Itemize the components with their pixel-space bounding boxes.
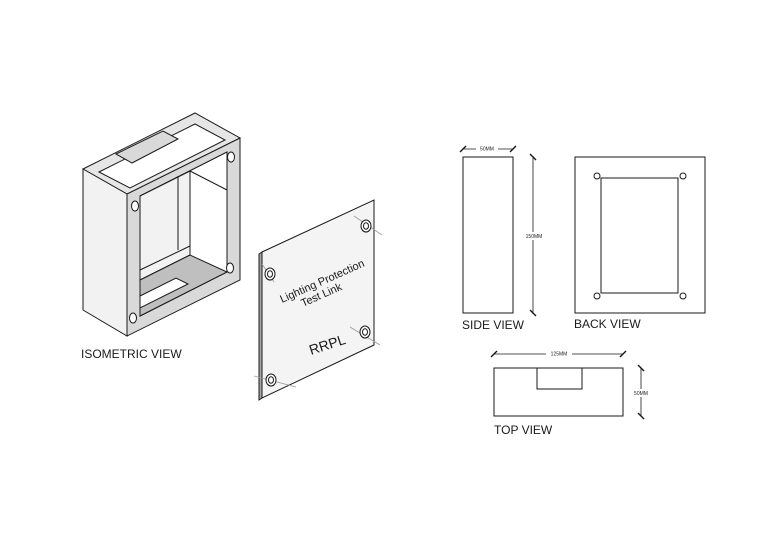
screw-bottom-left xyxy=(265,373,277,387)
side-view-outline xyxy=(462,156,514,314)
side-view-label: SIDE VIEW xyxy=(462,318,525,332)
side-width-dim: 50MM xyxy=(480,147,494,153)
back-hole-3 xyxy=(593,292,601,300)
box-hole-4 xyxy=(226,262,234,274)
top-view-slot xyxy=(536,368,583,390)
side-view: 50MM 150MM xyxy=(459,145,547,317)
side-height-dim: 150MM xyxy=(526,234,543,240)
screw-top-right xyxy=(360,219,372,233)
screw-bottom-right xyxy=(359,325,371,339)
back-view xyxy=(574,156,706,314)
box-left-face xyxy=(82,168,128,337)
back-view-opening xyxy=(600,177,679,294)
isometric-box xyxy=(81,112,242,337)
box-hole-1 xyxy=(131,200,139,212)
plate-face xyxy=(261,199,375,399)
back-view-label: BACK VIEW xyxy=(574,317,641,331)
top-view: 125MM 50MM xyxy=(490,350,652,420)
top-view-label: TOP VIEW xyxy=(494,423,553,437)
back-hole-1 xyxy=(593,172,601,180)
top-width-dim: 125MM xyxy=(551,352,568,358)
test-link-plate: Lighting Protection Test Link RRPL xyxy=(253,199,383,401)
screw-top-left xyxy=(264,267,276,281)
isometric-view-label: ISOMETRIC VIEW xyxy=(81,347,182,361)
back-hole-2 xyxy=(679,172,687,180)
box-hole-3 xyxy=(227,151,235,163)
box-top-slot xyxy=(114,130,180,164)
top-view-outline xyxy=(493,367,624,417)
box-hole-2 xyxy=(129,312,137,324)
back-hole-4 xyxy=(679,292,687,300)
box-floor-slot xyxy=(139,277,190,309)
top-depth-dim: 50MM xyxy=(634,391,648,397)
